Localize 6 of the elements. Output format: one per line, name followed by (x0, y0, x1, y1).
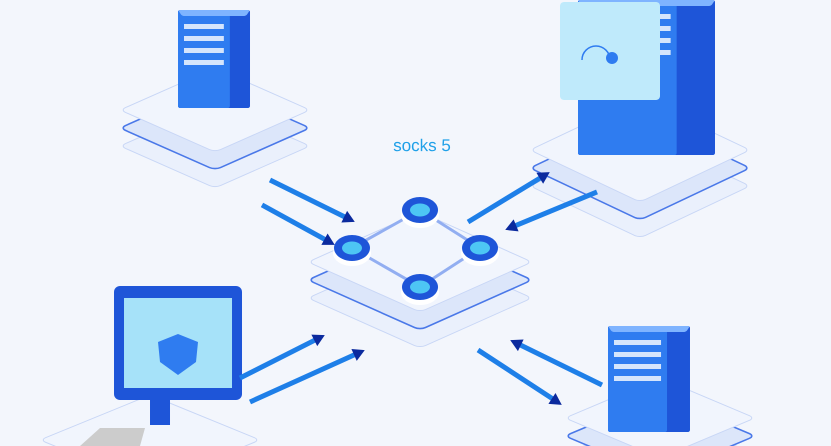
server-drawing (567, 326, 753, 446)
protocol-label: socks 5 (394, 138, 450, 152)
network-hub-drawing (310, 197, 530, 348)
computer-drawing (42, 286, 258, 446)
server-drawing (532, 0, 748, 237)
server-drawing (122, 10, 308, 188)
